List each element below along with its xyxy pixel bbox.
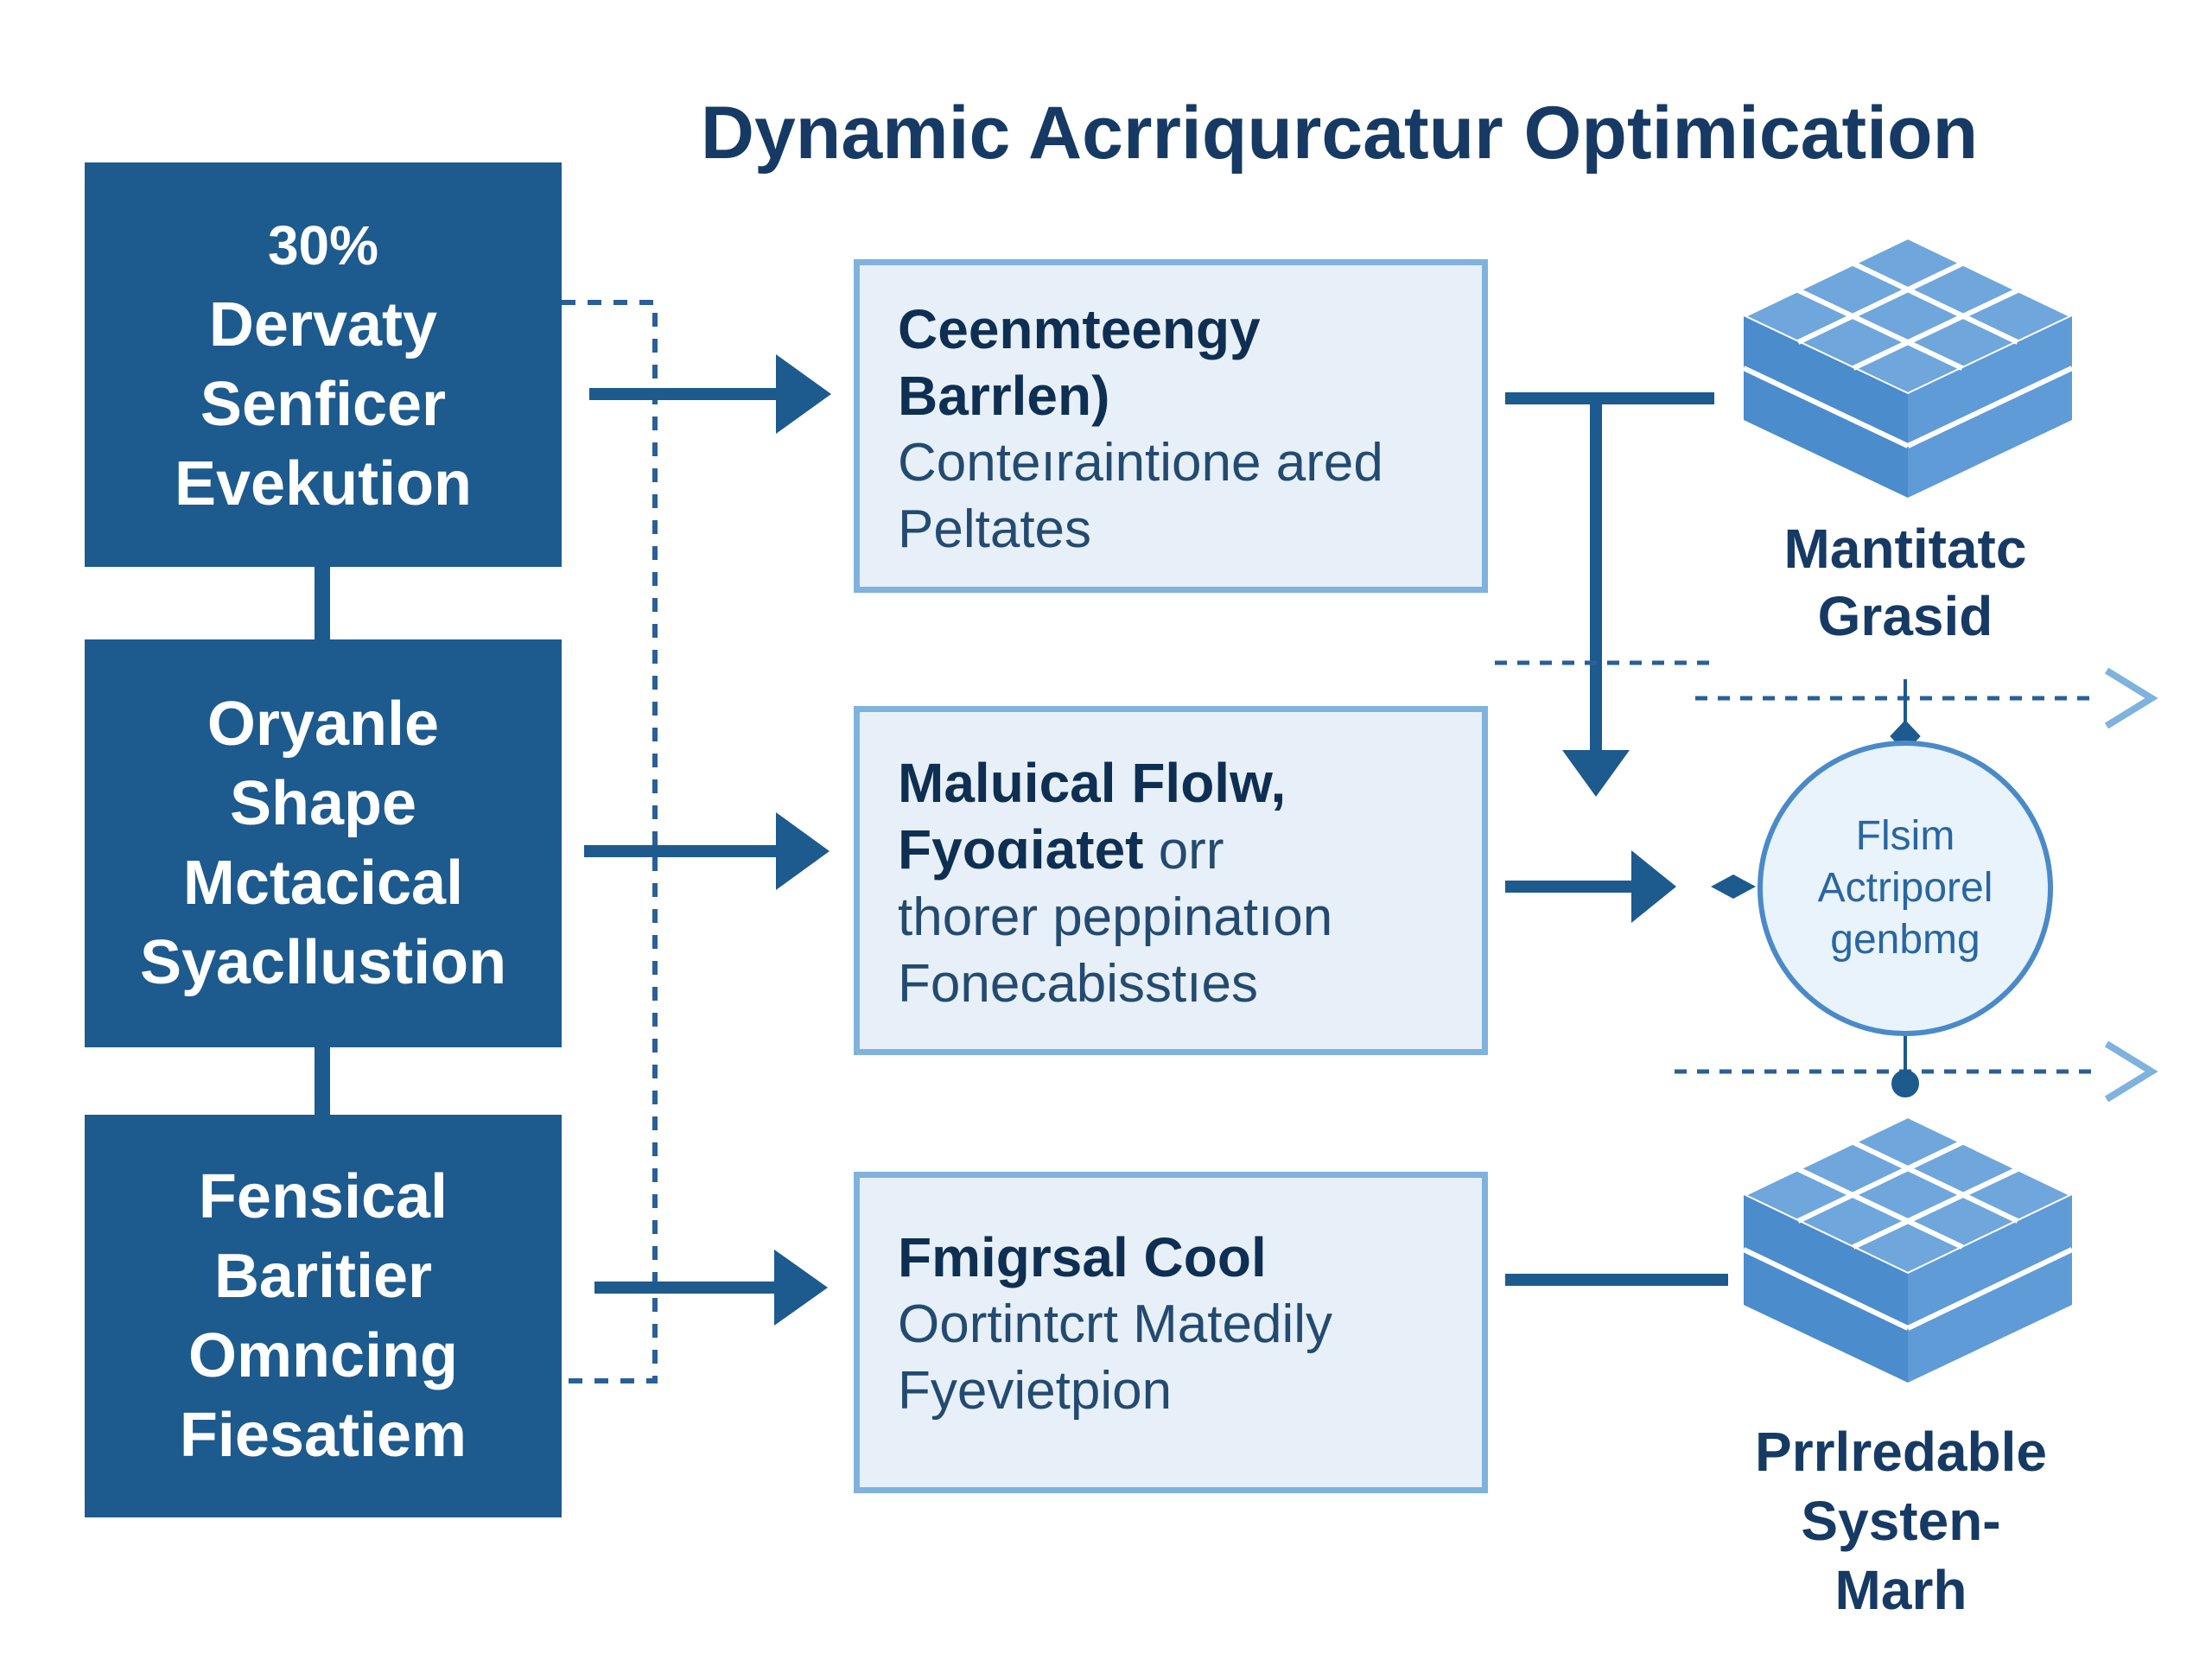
grid-line (1796, 1140, 1964, 1224)
grid-line (1742, 366, 1910, 448)
grid-line (1796, 261, 1964, 345)
grid-line (1796, 288, 1964, 371)
arrow-1-head (776, 354, 831, 434)
grid-line (1906, 366, 2074, 448)
circle-label-line: genbmg (1830, 917, 1980, 963)
grid-label-line: Mantitatc (1783, 518, 2027, 580)
middle-box-1-heading: Barrlen) (898, 365, 1110, 427)
down-arrow-shaft (1590, 392, 1602, 754)
left-box-3-line: Omncing (188, 1321, 458, 1390)
left-box-2-line: Shape (229, 769, 417, 838)
left-box-3: Fensical Baritier Omncing Fiesatiem (85, 1115, 562, 1517)
right-arrow-shaft (1505, 881, 1635, 893)
system-label-line: Systen- (1801, 1490, 2001, 1552)
down-arrow-head (1562, 750, 1630, 797)
middle-box-1: Ceenmteengy Barrlen) Conteıraintione are… (854, 259, 1488, 593)
process-circle (1758, 741, 2053, 1036)
circle-diamond-left (1711, 875, 1756, 899)
grid-line (1796, 1167, 1964, 1250)
grid-line (1742, 1247, 1910, 1331)
grid-cube-bottom-lines (1742, 1140, 2074, 1331)
middle-box-3-heading: Fmigrsal Cool (898, 1226, 1267, 1288)
grid-cube-lines (1742, 261, 2074, 448)
left-connector-1 (315, 567, 330, 639)
right-arrow-head (1631, 850, 1676, 923)
left-box-1-line: Dervaty (208, 290, 438, 359)
left-box-1-line: 30% (267, 214, 379, 277)
grid-cube-bottom (1739, 1114, 2076, 1383)
system-label: Prrlredable Systen- Marh (1694, 1417, 2108, 1625)
middle-box-2-heading: Maluical Flolw, (898, 752, 1287, 814)
grid-line (1852, 1167, 2019, 1250)
grid-line (1906, 1247, 2074, 1331)
left-box-2: Oryanle Shape Mctacical Syacllustion (85, 639, 562, 1047)
left-box-2-line: Mctacical (182, 849, 464, 918)
dashed-bracket (562, 300, 658, 1383)
right-dashed-lines (1495, 660, 2100, 1074)
arrow-1-shaft (589, 388, 778, 400)
circle-dot-bottom (1891, 1070, 1919, 1097)
top-t-bar (1505, 392, 1714, 404)
left-box-3-line: Fiesatiem (179, 1401, 467, 1470)
left-box-3-line: Fensical (198, 1162, 448, 1231)
right-connectors (1505, 392, 1756, 1286)
grid-line (1852, 288, 2019, 371)
middle-box-2-mixed-bold: Fyoɑiatet (898, 818, 1144, 881)
circle-label-line: Actriporel (1817, 865, 1993, 911)
arrow-2-head (776, 812, 830, 890)
left-connector-2 (315, 1047, 330, 1115)
dashed-arrow-head-1 (2104, 667, 2158, 729)
circle-label: Flsim Actriporel genbmg (1763, 811, 2048, 966)
left-box-2-line: Oryanle (207, 690, 440, 759)
grid-label-line: Grasid (1817, 585, 1993, 647)
grid-line (1852, 1140, 2019, 1224)
left-box-3-line: Baritier (213, 1242, 433, 1311)
grid-line (1852, 261, 2019, 345)
middle-box-1-text: Peltates (898, 499, 1092, 559)
grid-cube-top (1739, 235, 2076, 498)
left-box-1: 30% Dervaty Senficer Evekution (85, 162, 562, 567)
middle-box-3: Fmigrsal Cool Oortintcrt Matedily Fyevie… (854, 1172, 1488, 1493)
left-box-1-line: Senficer (200, 370, 447, 439)
middle-box-3-text: Fyevietpion (898, 1361, 1173, 1421)
middle-box-2-text: thorer peppinatıon (898, 887, 1333, 947)
middle-box-2: Maluical Flolw, Fyoɑiatet orr thorer pep… (854, 706, 1488, 1055)
bottom-connector (1505, 1274, 1728, 1286)
arrow-3-head (774, 1250, 828, 1326)
middle-box-3-text: Oortintcrt Matedily (898, 1294, 1333, 1354)
dashed-arrow-heads (2104, 667, 2158, 1103)
middle-box-1-heading: Ceenmteengy (898, 298, 1261, 360)
grid-label: Mantitatc Grasid (1719, 515, 2091, 650)
arrow-3-shaft (594, 1282, 776, 1294)
system-label-line: Prrlredable (1755, 1421, 2047, 1483)
arrows-left-to-middle (584, 354, 831, 1326)
middle-box-2-text: Fonecabisstıes (898, 954, 1258, 1014)
dashed-arrow-head-2 (2104, 1040, 2158, 1103)
left-box-1-line: Evekution (174, 449, 473, 518)
circle-label-line: Flsim (1855, 813, 1955, 859)
middle-box-2-mixed-regular: orr (1143, 821, 1224, 881)
middle-box-1-text: Conteıraintione ared (898, 433, 1383, 493)
diagram-title: Dynamic Acrriqurcatur Optimication (700, 92, 1979, 175)
dashed-bracket-path (562, 300, 658, 1383)
left-box-2-line: Syacllustion (139, 928, 507, 997)
arrow-2-shaft (584, 845, 778, 857)
middle-box-2-mixed-line: Fyoɑiatet orr (898, 817, 1444, 884)
system-label-line: Marh (1834, 1559, 1967, 1621)
